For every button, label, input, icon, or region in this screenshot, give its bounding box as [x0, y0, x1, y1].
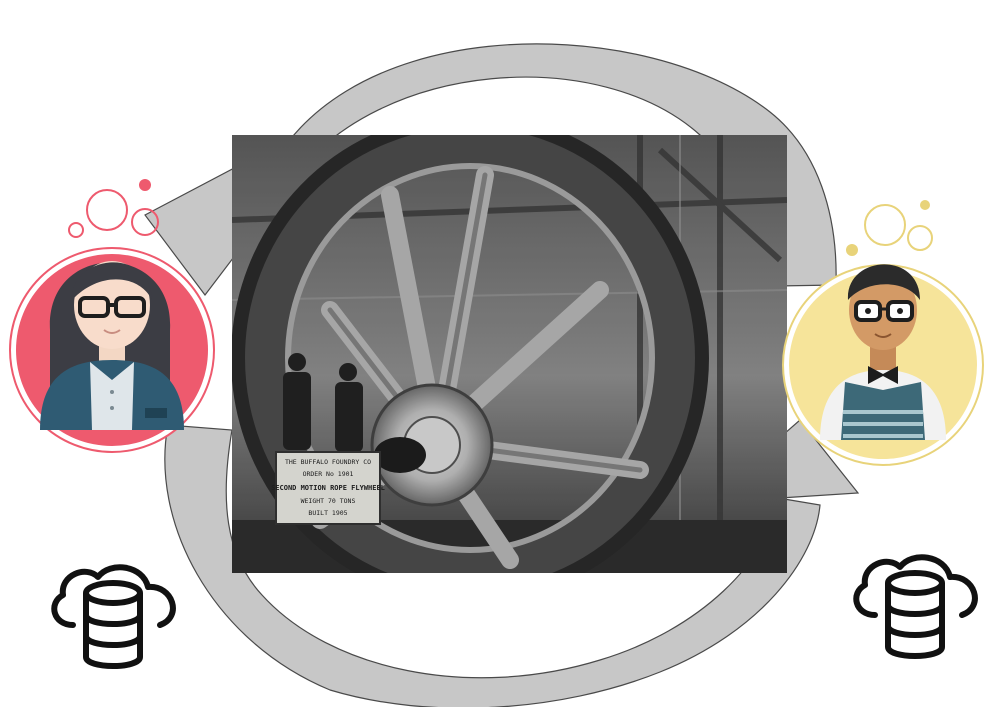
- cloud-database-icon: [856, 557, 975, 656]
- cloud-database-icon: [54, 567, 173, 666]
- flywheel-photo: THE BUFFALO FOUNDRY CO ORDER No 1901 SEC…: [232, 120, 787, 596]
